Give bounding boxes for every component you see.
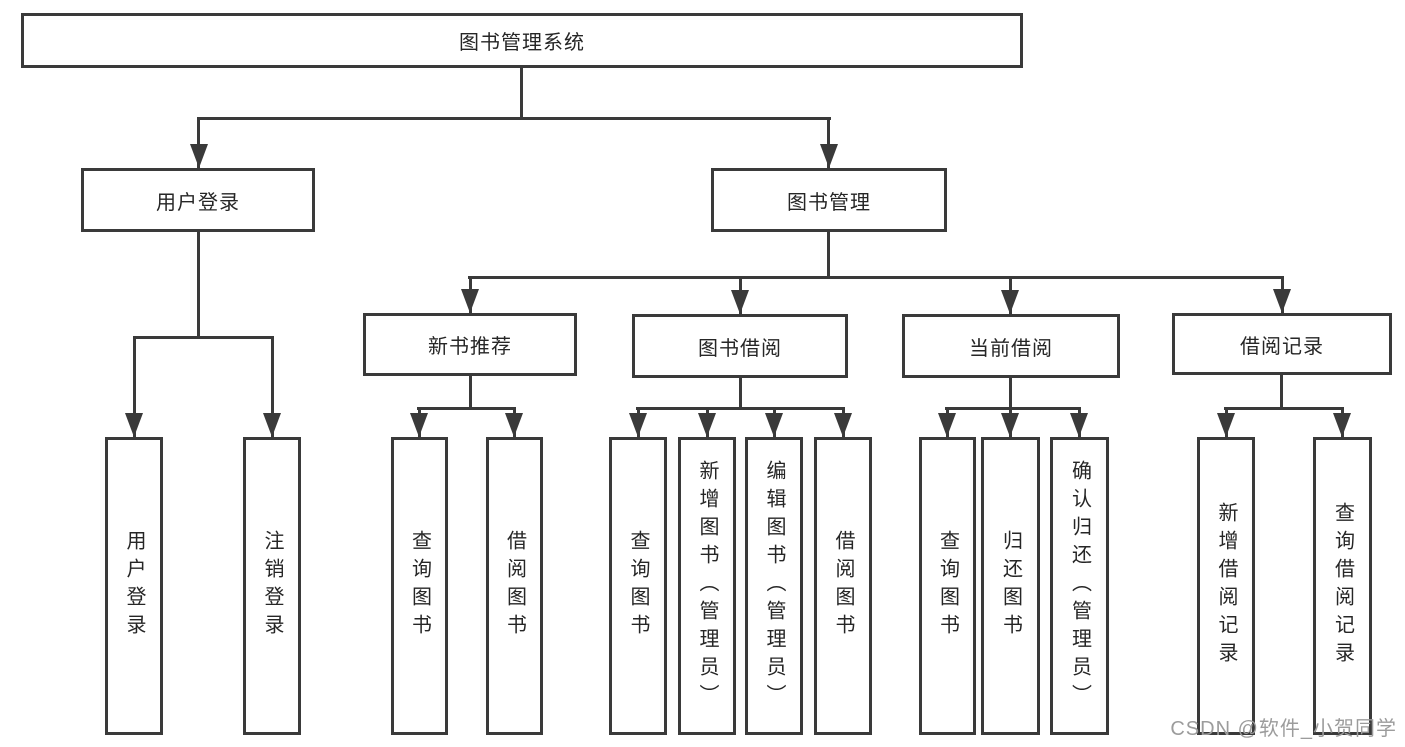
arrow-head-leaf-nb1 bbox=[410, 413, 428, 437]
arrow-head-leaf-bb2 bbox=[698, 413, 716, 437]
connector-to-leaf-userlogin bbox=[133, 336, 136, 437]
node-borrow-records-label: 借阅记录 bbox=[1240, 335, 1324, 358]
leaf-current-query-label: 查询图书 bbox=[936, 530, 959, 642]
connector-records-stem bbox=[1280, 375, 1283, 407]
leaf-user-login-label: 用户登录 bbox=[123, 530, 145, 642]
connector-currentborrow-stem bbox=[1009, 378, 1012, 407]
arrow-head-new-books bbox=[461, 289, 479, 313]
leaf-logout: 注销登录 bbox=[243, 437, 301, 735]
leaf-records-add: 新增借阅记录 bbox=[1197, 437, 1255, 735]
node-user-login-label: 用户登录 bbox=[156, 191, 240, 214]
arrow-head-book-borrow bbox=[731, 290, 749, 314]
arrow-head-leaf-cb3 bbox=[1070, 413, 1088, 437]
arrow-head-leaf-bb1 bbox=[629, 413, 647, 437]
connector-root-stem bbox=[520, 68, 523, 117]
leaf-current-query: 查询图书 bbox=[919, 437, 976, 735]
node-new-books: 新书推荐 bbox=[363, 313, 577, 376]
arrow-head-current-borrow bbox=[1001, 290, 1019, 314]
leaf-borrow-edit-label: 编辑图书（管理员） bbox=[763, 460, 785, 712]
connector-records-rail bbox=[1224, 407, 1344, 410]
csdn-watermark: CSDN @软件_小贺同学 bbox=[1170, 718, 1397, 740]
leaf-newbooks-borrow-label: 借阅图书 bbox=[503, 530, 526, 642]
leaf-current-return-label: 归还图书 bbox=[999, 530, 1022, 642]
connector-to-leaf-logout bbox=[271, 336, 274, 437]
arrow-head-book-mgmt bbox=[820, 144, 838, 168]
connector-bookmgmt-stem bbox=[827, 232, 830, 276]
leaf-newbooks-borrow: 借阅图书 bbox=[486, 437, 543, 735]
arrow-head-leaf-bb3 bbox=[765, 413, 783, 437]
connector-bookborrow-stem bbox=[739, 378, 742, 407]
connector-userlogin-stem bbox=[197, 232, 200, 336]
leaf-borrow-add-label: 新增图书（管理员） bbox=[696, 460, 718, 712]
connector-newbooks-stem bbox=[469, 376, 472, 407]
node-user-login: 用户登录 bbox=[81, 168, 315, 232]
connector-root-rail bbox=[197, 117, 831, 120]
leaf-newbooks-query-label: 查询图书 bbox=[408, 530, 431, 642]
leaf-borrow-borrow-label: 借阅图书 bbox=[832, 530, 854, 642]
leaf-borrow-edit: 编辑图书（管理员） bbox=[745, 437, 803, 735]
node-borrow-records: 借阅记录 bbox=[1172, 313, 1392, 375]
arrow-head-borrow-records bbox=[1273, 289, 1291, 313]
leaf-current-return: 归还图书 bbox=[981, 437, 1040, 735]
leaf-records-add-label: 新增借阅记录 bbox=[1215, 502, 1237, 670]
arrow-head-leaf-logout bbox=[263, 413, 281, 437]
leaf-current-confirm-label: 确认归还（管理员） bbox=[1068, 460, 1091, 712]
connector-bookmgmt-rail bbox=[468, 276, 1284, 279]
leaf-borrow-add: 新增图书（管理员） bbox=[678, 437, 736, 735]
leaf-records-query-label: 查询借阅记录 bbox=[1331, 502, 1354, 670]
node-book-mgmt: 图书管理 bbox=[711, 168, 947, 232]
node-current-borrow: 当前借阅 bbox=[902, 314, 1120, 378]
leaf-current-confirm: 确认归还（管理员） bbox=[1050, 437, 1109, 735]
node-book-borrow-label: 图书借阅 bbox=[698, 337, 782, 360]
arrow-head-leaf-cb1 bbox=[938, 413, 956, 437]
leaf-logout-label: 注销登录 bbox=[261, 530, 283, 642]
arrow-head-leaf-nb2 bbox=[505, 413, 523, 437]
node-book-borrow: 图书借阅 bbox=[632, 314, 848, 378]
arrow-head-user-login bbox=[190, 144, 208, 168]
node-book-mgmt-label: 图书管理 bbox=[787, 191, 871, 214]
leaf-records-query: 查询借阅记录 bbox=[1313, 437, 1372, 735]
connector-userlogin-rail bbox=[133, 336, 274, 339]
leaf-borrow-borrow: 借阅图书 bbox=[814, 437, 872, 735]
arrow-head-leaf-cb2 bbox=[1001, 413, 1019, 437]
leaf-borrow-query-label: 查询图书 bbox=[627, 530, 649, 642]
connector-to-book-mgmt bbox=[827, 117, 830, 168]
node-new-books-label: 新书推荐 bbox=[428, 336, 512, 358]
leaf-user-login: 用户登录 bbox=[105, 437, 163, 735]
connector-newbooks-rail bbox=[417, 407, 516, 410]
arrow-head-leaf-bb4 bbox=[834, 413, 852, 437]
leaf-newbooks-query: 查询图书 bbox=[391, 437, 448, 735]
node-root: 图书管理系统 bbox=[21, 13, 1023, 68]
connector-currentborrow-rail bbox=[945, 407, 1080, 410]
leaf-borrow-query: 查询图书 bbox=[609, 437, 667, 735]
node-current-borrow-label: 当前借阅 bbox=[969, 337, 1053, 360]
arrow-head-leaf-userlogin bbox=[125, 413, 143, 437]
node-root-label: 图书管理系统 bbox=[459, 32, 585, 54]
connector-to-user-login bbox=[197, 117, 200, 168]
arrow-head-leaf-br2 bbox=[1333, 413, 1351, 437]
connector-bookborrow-rail bbox=[636, 407, 845, 410]
arrow-head-leaf-br1 bbox=[1217, 413, 1235, 437]
